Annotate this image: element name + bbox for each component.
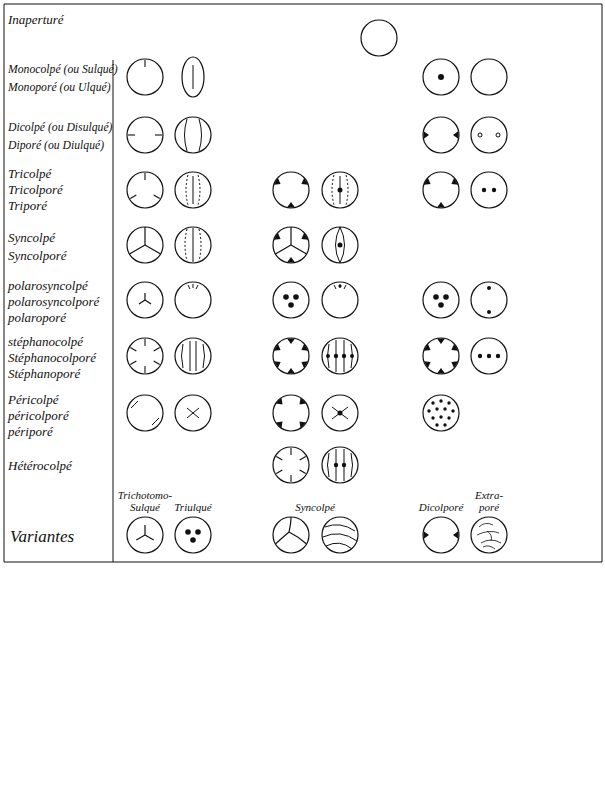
aperture-type-label: périporé	[8, 424, 53, 439]
aperture-type-label: Monoporé (ou Ulqué)	[8, 80, 111, 95]
aperture-type-label: Stéphanoporé	[8, 366, 80, 381]
aperture-type-label: Péricolpé	[8, 392, 59, 407]
variant-caption: Dicolporé	[419, 501, 464, 513]
aperture-type-label: Syncolporé	[8, 248, 66, 263]
aperture-type-label: Syncolpé	[8, 230, 55, 245]
aperture-type-label: Tricolpé	[8, 166, 51, 181]
aperture-type-label: Stéphanocolporé	[8, 350, 96, 365]
aperture-type-label: polaroporé	[8, 310, 66, 325]
variant-caption: Trichotomo-Sulqué	[114, 489, 176, 513]
aperture-type-label: Dicolpé (ou Disulqué)	[8, 120, 113, 135]
aperture-type-label: Inaperturé	[8, 12, 64, 27]
aperture-type-label: Diporé (ou Diulqué)	[8, 138, 104, 153]
aperture-type-label: polarosyncolporé	[8, 294, 99, 309]
aperture-type-label: Monocolpé (ou Sulqué)	[8, 62, 118, 77]
aperture-type-label: Triporé	[8, 198, 47, 213]
aperture-type-label: péricolporé	[8, 408, 69, 423]
aperture-type-label: stéphanocolpé	[8, 334, 83, 349]
aperture-type-label: Tricolporé	[8, 182, 63, 197]
aperture-type-label: Variantes	[10, 527, 74, 546]
aperture-type-label: polarosyncolpé	[8, 278, 88, 293]
variant-caption: Extra-poré	[469, 489, 509, 513]
variant-caption: Syncolpé	[295, 501, 335, 513]
variant-caption: Triulqué	[174, 501, 211, 513]
aperture-type-label: Hétérocolpé	[8, 458, 72, 473]
